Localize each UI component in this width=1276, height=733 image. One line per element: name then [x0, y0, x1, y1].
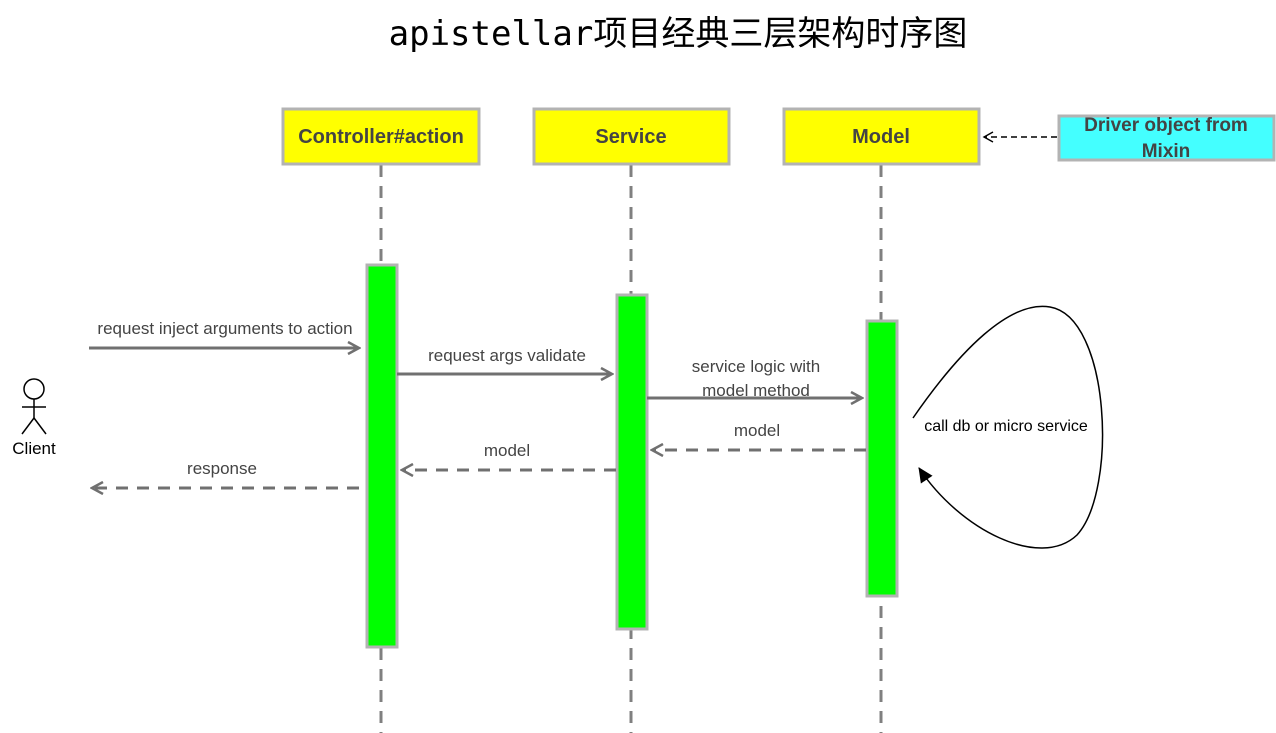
client-label: Client: [12, 439, 56, 458]
client-actor-icon: [21, 378, 47, 435]
self-call-loop: [912, 305, 1104, 549]
response-label: response: [187, 459, 257, 478]
driver-label-line1: Driver object from: [1084, 115, 1248, 136]
driver-box[interactable]: Driver object from Mixin: [1057, 114, 1276, 162]
participant-controller-label: Controller#action: [298, 126, 464, 148]
participant-model[interactable]: Model: [782, 107, 981, 166]
participant-model-label: Model: [852, 126, 910, 148]
participant-controller[interactable]: Controller#action: [281, 107, 481, 166]
return-service-label: model: [484, 441, 530, 460]
activation-controller: [365, 263, 399, 649]
participant-service[interactable]: Service: [532, 107, 731, 166]
driver-label-line2: Mixin: [1142, 141, 1191, 162]
participant-service-label: Service: [595, 126, 666, 148]
message-validate-label: request args validate: [428, 346, 586, 365]
message-logic-label-line2: model method: [702, 381, 810, 400]
self-call-label: call db or micro service: [924, 418, 1088, 435]
activation-service: [615, 293, 649, 631]
return-model-label: model: [734, 421, 780, 440]
message-logic-label-line1: service logic with: [692, 357, 821, 376]
message-request-label: request inject arguments to action: [97, 319, 352, 338]
diagram-title: apistellar项目经典三层架构时序图: [389, 14, 968, 54]
activation-model: [865, 319, 899, 598]
